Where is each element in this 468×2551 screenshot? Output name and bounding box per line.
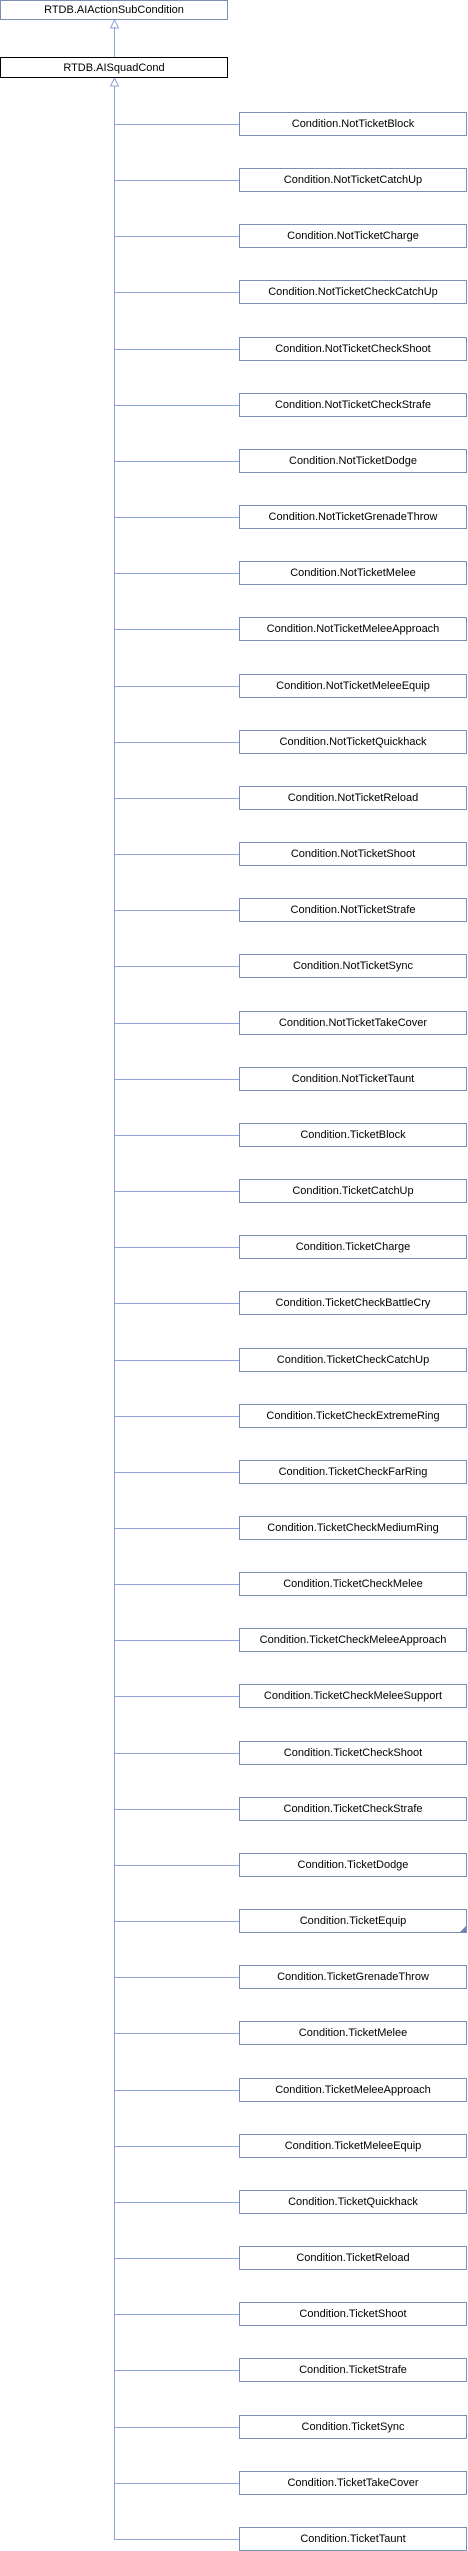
derived-class-node[interactable]: Condition.NotTicketMeleeApproach (239, 617, 467, 641)
derived-class-label: Condition.NotTicketDodge (289, 455, 417, 467)
derived-class-label: Condition.NotTicketMelee (290, 567, 416, 579)
derived-class-node[interactable]: Condition.TicketCatchUp (239, 1179, 467, 1203)
arrowhead (109, 18, 120, 29)
derived-class-node[interactable]: Condition.TicketGrenadeThrow (239, 1965, 467, 1989)
derived-class-node[interactable]: Condition.NotTicketCharge (239, 224, 467, 248)
derived-class-node[interactable]: Condition.TicketTaunt (239, 2527, 467, 2551)
derived-class-node[interactable]: Condition.TicketCheckStrafe (239, 1797, 467, 1821)
derived-class-label: Condition.TicketCheckMeleeSupport (263, 1690, 443, 1702)
derived-class-node[interactable]: Condition.TicketSync (239, 2415, 467, 2439)
derived-class-label: Condition.TicketCheckBattleCry (275, 1297, 431, 1309)
derived-class-label: Condition.NotTicketStrafe (290, 904, 416, 916)
current-class-label: RTDB.AISquadCond (63, 61, 165, 74)
derived-class-label: Condition.NotTicketCharge (287, 230, 419, 242)
derived-class-node[interactable]: Condition.NotTicketReload (239, 786, 467, 810)
derived-class-node[interactable]: Condition.NotTicketTaunt (239, 1067, 467, 1091)
derived-class-label: Condition.NotTicketMeleeApproach (266, 623, 440, 635)
derived-class-node[interactable]: Condition.NotTicketSync (239, 954, 467, 978)
derived-class-label: Condition.TicketBlock (300, 1129, 406, 1141)
derived-class-label: Condition.TicketTaunt (300, 2533, 406, 2545)
derived-class-node[interactable]: Condition.TicketMeleeEquip (239, 2134, 467, 2158)
derived-class-label: Condition.TicketCheckStrafe (283, 1803, 423, 1815)
derived-class-node[interactable]: Condition.NotTicketQuickhack (239, 730, 467, 754)
derived-class-node[interactable]: Condition.TicketCheckMeleeApproach (239, 1628, 467, 1652)
derived-class-label: Condition.NotTicketGrenadeThrow (268, 511, 438, 523)
derived-class-node[interactable]: Condition.NotTicketDodge (239, 449, 467, 473)
derived-class-label: Condition.TicketMelee (298, 2027, 408, 2039)
derived-class-node[interactable]: Condition.NotTicketMelee (239, 561, 467, 585)
derived-class-node[interactable]: Condition.TicketCheckExtremeRing (239, 1404, 467, 1428)
derived-class-label: Condition.NotTicketShoot (290, 848, 416, 860)
derived-class-node[interactable]: Condition.TicketCheckMelee (239, 1572, 467, 1596)
derived-class-node[interactable]: Condition.NotTicketTakeCover (239, 1011, 467, 1035)
derived-class-label: Condition.NotTicketTakeCover (278, 1017, 428, 1029)
derived-class-label: Condition.NotTicketBlock (291, 118, 415, 130)
derived-class-node[interactable]: Condition.NotTicketStrafe (239, 898, 467, 922)
derived-class-label: Condition.NotTicketCheckCatchUp (268, 286, 438, 298)
derived-class-label: Condition.TicketMeleeEquip (284, 2140, 422, 2152)
current-class-node: RTDB.AISquadCond (0, 57, 228, 78)
derived-class-node[interactable]: Condition.TicketCheckFarRing (239, 1460, 467, 1484)
derived-class-label: Condition.TicketCheckExtremeRing (266, 1410, 440, 1422)
derived-class-label: Condition.TicketCheckMediumRing (267, 1522, 439, 1534)
derived-class-label: Condition.TicketTakeCover (287, 2477, 419, 2489)
derived-class-node[interactable]: Condition.TicketCheckBattleCry (239, 1291, 467, 1315)
derived-class-node[interactable]: Condition.TicketReload (239, 2246, 467, 2270)
derived-class-label: Condition.TicketEquip (299, 1915, 407, 1927)
derived-class-node[interactable]: Condition.TicketCheckMediumRing (239, 1516, 467, 1540)
base-class-node[interactable]: RTDB.AIActionSubCondition (0, 0, 228, 20)
derived-class-node[interactable]: Condition.TicketBlock (239, 1123, 467, 1147)
base-class-label: RTDB.AIActionSubCondition (44, 4, 184, 16)
derived-class-label: Condition.TicketCharge (295, 1241, 411, 1253)
derived-class-node[interactable]: Condition.NotTicketCheckCatchUp (239, 280, 467, 304)
derived-class-label: Condition.NotTicketSync (292, 960, 414, 972)
derived-class-label: Condition.TicketCatchUp (292, 1185, 414, 1197)
derived-class-node[interactable]: Condition.NotTicketShoot (239, 842, 467, 866)
derived-class-label: Condition.NotTicketCheckStrafe (274, 399, 432, 411)
derived-class-node[interactable]: Condition.TicketCheckMeleeSupport (239, 1684, 467, 1708)
derived-class-label: Condition.NotTicketTaunt (291, 1073, 415, 1085)
derived-class-node[interactable]: Condition.TicketQuickhack (239, 2190, 467, 2214)
derived-class-node[interactable]: Condition.NotTicketGrenadeThrow (239, 505, 467, 529)
derived-class-node[interactable]: Condition.TicketTakeCover (239, 2471, 467, 2495)
derived-class-label: Condition.NotTicketReload (287, 792, 419, 804)
derived-class-node[interactable]: Condition.NotTicketCatchUp (239, 168, 467, 192)
derived-class-node[interactable]: Condition.NotTicketCheckStrafe (239, 393, 467, 417)
derived-class-node[interactable]: Condition.TicketCheckCatchUp (239, 1348, 467, 1372)
derived-class-label: Condition.TicketStrafe (299, 2364, 407, 2376)
derived-class-node[interactable]: Condition.TicketCharge (239, 1235, 467, 1259)
derived-class-label: Condition.TicketSync (301, 2421, 405, 2433)
derived-class-node[interactable]: Condition.TicketStrafe (239, 2358, 467, 2382)
derived-class-label: Condition.TicketCheckFarRing (278, 1466, 428, 1478)
derived-class-node[interactable]: Condition.TicketShoot (239, 2302, 467, 2326)
derived-class-label: Condition.TicketGrenadeThrow (277, 1971, 429, 1983)
derived-class-label: Condition.NotTicketQuickhack (279, 736, 427, 748)
derived-class-label: Condition.TicketMeleeApproach (275, 2084, 431, 2096)
derived-class-node[interactable]: Condition.NotTicketMeleeEquip (239, 674, 467, 698)
derived-class-label: Condition.TicketCheckShoot (283, 1747, 423, 1759)
derived-class-label: Condition.TicketQuickhack (288, 2196, 418, 2208)
derived-class-label: Condition.TicketCheckMeleeApproach (259, 1634, 447, 1646)
derived-class-label: Condition.NotTicketMeleeEquip (276, 680, 430, 692)
derived-class-label: Condition.TicketShoot (299, 2308, 407, 2320)
derived-class-node[interactable]: Condition.TicketEquip (239, 1909, 467, 1933)
derived-class-node[interactable]: Condition.TicketMeleeApproach (239, 2078, 467, 2102)
derived-class-label: Condition.TicketReload (296, 2252, 410, 2264)
derived-class-label: Condition.TicketCheckMelee (283, 1578, 423, 1590)
derived-class-node[interactable]: Condition.NotTicketCheckShoot (239, 337, 467, 361)
derived-class-node[interactable]: Condition.TicketDodge (239, 1853, 467, 1877)
arrowhead (109, 76, 120, 87)
derived-class-label: Condition.TicketCheckCatchUp (276, 1354, 430, 1366)
derived-class-label: Condition.NotTicketCheckShoot (275, 343, 431, 355)
derived-class-node[interactable]: Condition.TicketMelee (239, 2021, 467, 2045)
derived-class-node[interactable]: Condition.NotTicketBlock (239, 112, 467, 136)
derived-class-node[interactable]: Condition.TicketCheckShoot (239, 1741, 467, 1765)
derived-class-label: Condition.NotTicketCatchUp (283, 174, 423, 186)
derived-class-label: Condition.TicketDodge (297, 1859, 409, 1871)
